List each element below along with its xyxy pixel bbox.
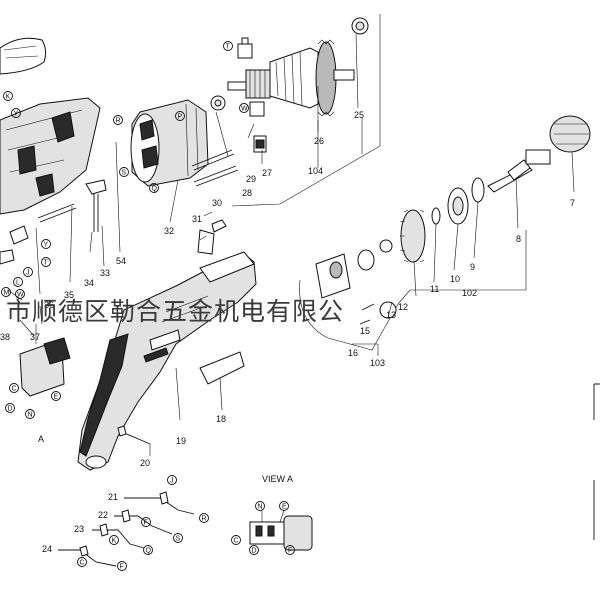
label-9: 9 [470, 262, 475, 272]
letter-r-wire: R [202, 516, 207, 523]
label-36: 36 [44, 300, 54, 310]
label-35: 35 [64, 290, 74, 300]
label-view-a: VIEW A [262, 474, 293, 484]
label-32: 32 [164, 226, 174, 236]
label-31: 31 [192, 214, 202, 224]
letter-j-wire: J [170, 478, 174, 485]
letter-j: J [26, 270, 30, 277]
label-29: 29 [246, 174, 256, 184]
label-28: 28 [242, 188, 252, 198]
label-16: 16 [348, 348, 358, 358]
letter-m: M [4, 290, 10, 297]
nameplate [199, 351, 245, 385]
label-20: 20 [140, 458, 150, 468]
bracket-102 [397, 230, 527, 305]
leader-lines [35, 33, 575, 456]
label-19: 19 [176, 436, 186, 446]
switch-assembly [0, 225, 71, 397]
letter-w-left: W [17, 292, 24, 299]
label-26: 26 [314, 136, 324, 146]
brush-holders [210, 37, 267, 153]
letter-c-switch: C [12, 386, 17, 393]
letter-c-view: C [234, 538, 239, 545]
letter-d-switch: D [8, 406, 13, 413]
label-view-a-marker: A [38, 434, 44, 444]
letter-r: R [116, 118, 121, 125]
part-number-labels: 29 27 28 26 25 104 30 31 32 33 34 35 54 … [0, 110, 575, 554]
letter-t-top: T [226, 44, 231, 51]
label-7: 7 [570, 198, 575, 208]
label-12: 12 [398, 302, 408, 312]
label-15: 15 [360, 326, 370, 336]
watermark: 市顺德区勒合五金机电有限公 [6, 297, 344, 326]
letter-n-switch: N [28, 412, 33, 419]
long-screws [37, 149, 239, 223]
letter-c-wire: C [80, 560, 85, 567]
gear-bracket [299, 239, 399, 356]
label-10: 10 [450, 274, 460, 284]
label-104: 104 [308, 166, 323, 176]
switch-wire-letters: Y T J L W M C D N E [1, 239, 61, 419]
armature-wire-letters: T W [223, 41, 249, 113]
letter-s: S [122, 170, 127, 177]
gearbox-parts [399, 115, 591, 263]
letter-s-wire: S [176, 536, 181, 543]
letter-e-view: E [282, 504, 287, 511]
lead-wire-letters: J R F S K Q C F [77, 475, 209, 571]
label-30: 30 [212, 198, 222, 208]
label-103: 103 [370, 358, 385, 368]
label-33: 33 [100, 268, 110, 278]
watermark-text: 市顺德区勒合五金机电有限公 [6, 297, 344, 326]
handle-housing [77, 251, 257, 471]
lead-wires [58, 491, 195, 567]
label-34: 34 [84, 278, 94, 288]
label-102: 102 [462, 288, 477, 298]
label-37: 37 [30, 332, 40, 342]
letter-q: Q [152, 186, 158, 193]
motor-housing [0, 37, 101, 215]
label-11: 11 [430, 284, 439, 294]
small-brackets [85, 179, 227, 255]
label-18: 18 [216, 414, 226, 424]
letter-f-view: F [288, 548, 292, 555]
right-frame-stubs [593, 383, 600, 540]
coil-wire-letters: R P S Q [113, 111, 185, 193]
letter-f-wire1: F [144, 520, 148, 527]
letter-y-top: Y [14, 111, 19, 118]
letter-p: P [178, 114, 183, 121]
armature [227, 17, 369, 117]
letter-t-left: T [44, 260, 49, 267]
letter-y-left: Y [44, 242, 49, 249]
label-24: 24 [42, 544, 52, 554]
label-27: 27 [262, 168, 272, 178]
label-13: 13 [386, 310, 396, 320]
field-coil [130, 99, 209, 187]
label-54: 54 [116, 256, 126, 266]
housing-wire-letters: K Y [3, 91, 21, 118]
screw-20 [117, 425, 151, 445]
label-8: 8 [516, 234, 521, 244]
label-22: 22 [98, 510, 108, 520]
letter-w-top: W [241, 106, 248, 113]
label-23: 23 [74, 524, 84, 534]
view-a-detail: N E C D F [231, 501, 313, 555]
letter-e-switch: E [54, 394, 59, 401]
letter-d-view: D [252, 548, 257, 555]
label-38: 38 [0, 332, 10, 342]
label-25: 25 [354, 110, 364, 120]
letter-k-wire: K [112, 538, 117, 545]
letter-q-wire: Q [146, 548, 152, 555]
label-21: 21 [108, 492, 118, 502]
letter-f-wire2: F [120, 564, 124, 571]
letter-l: L [16, 280, 20, 287]
letter-n-view: N [258, 504, 263, 511]
letter-k: K [6, 94, 11, 101]
